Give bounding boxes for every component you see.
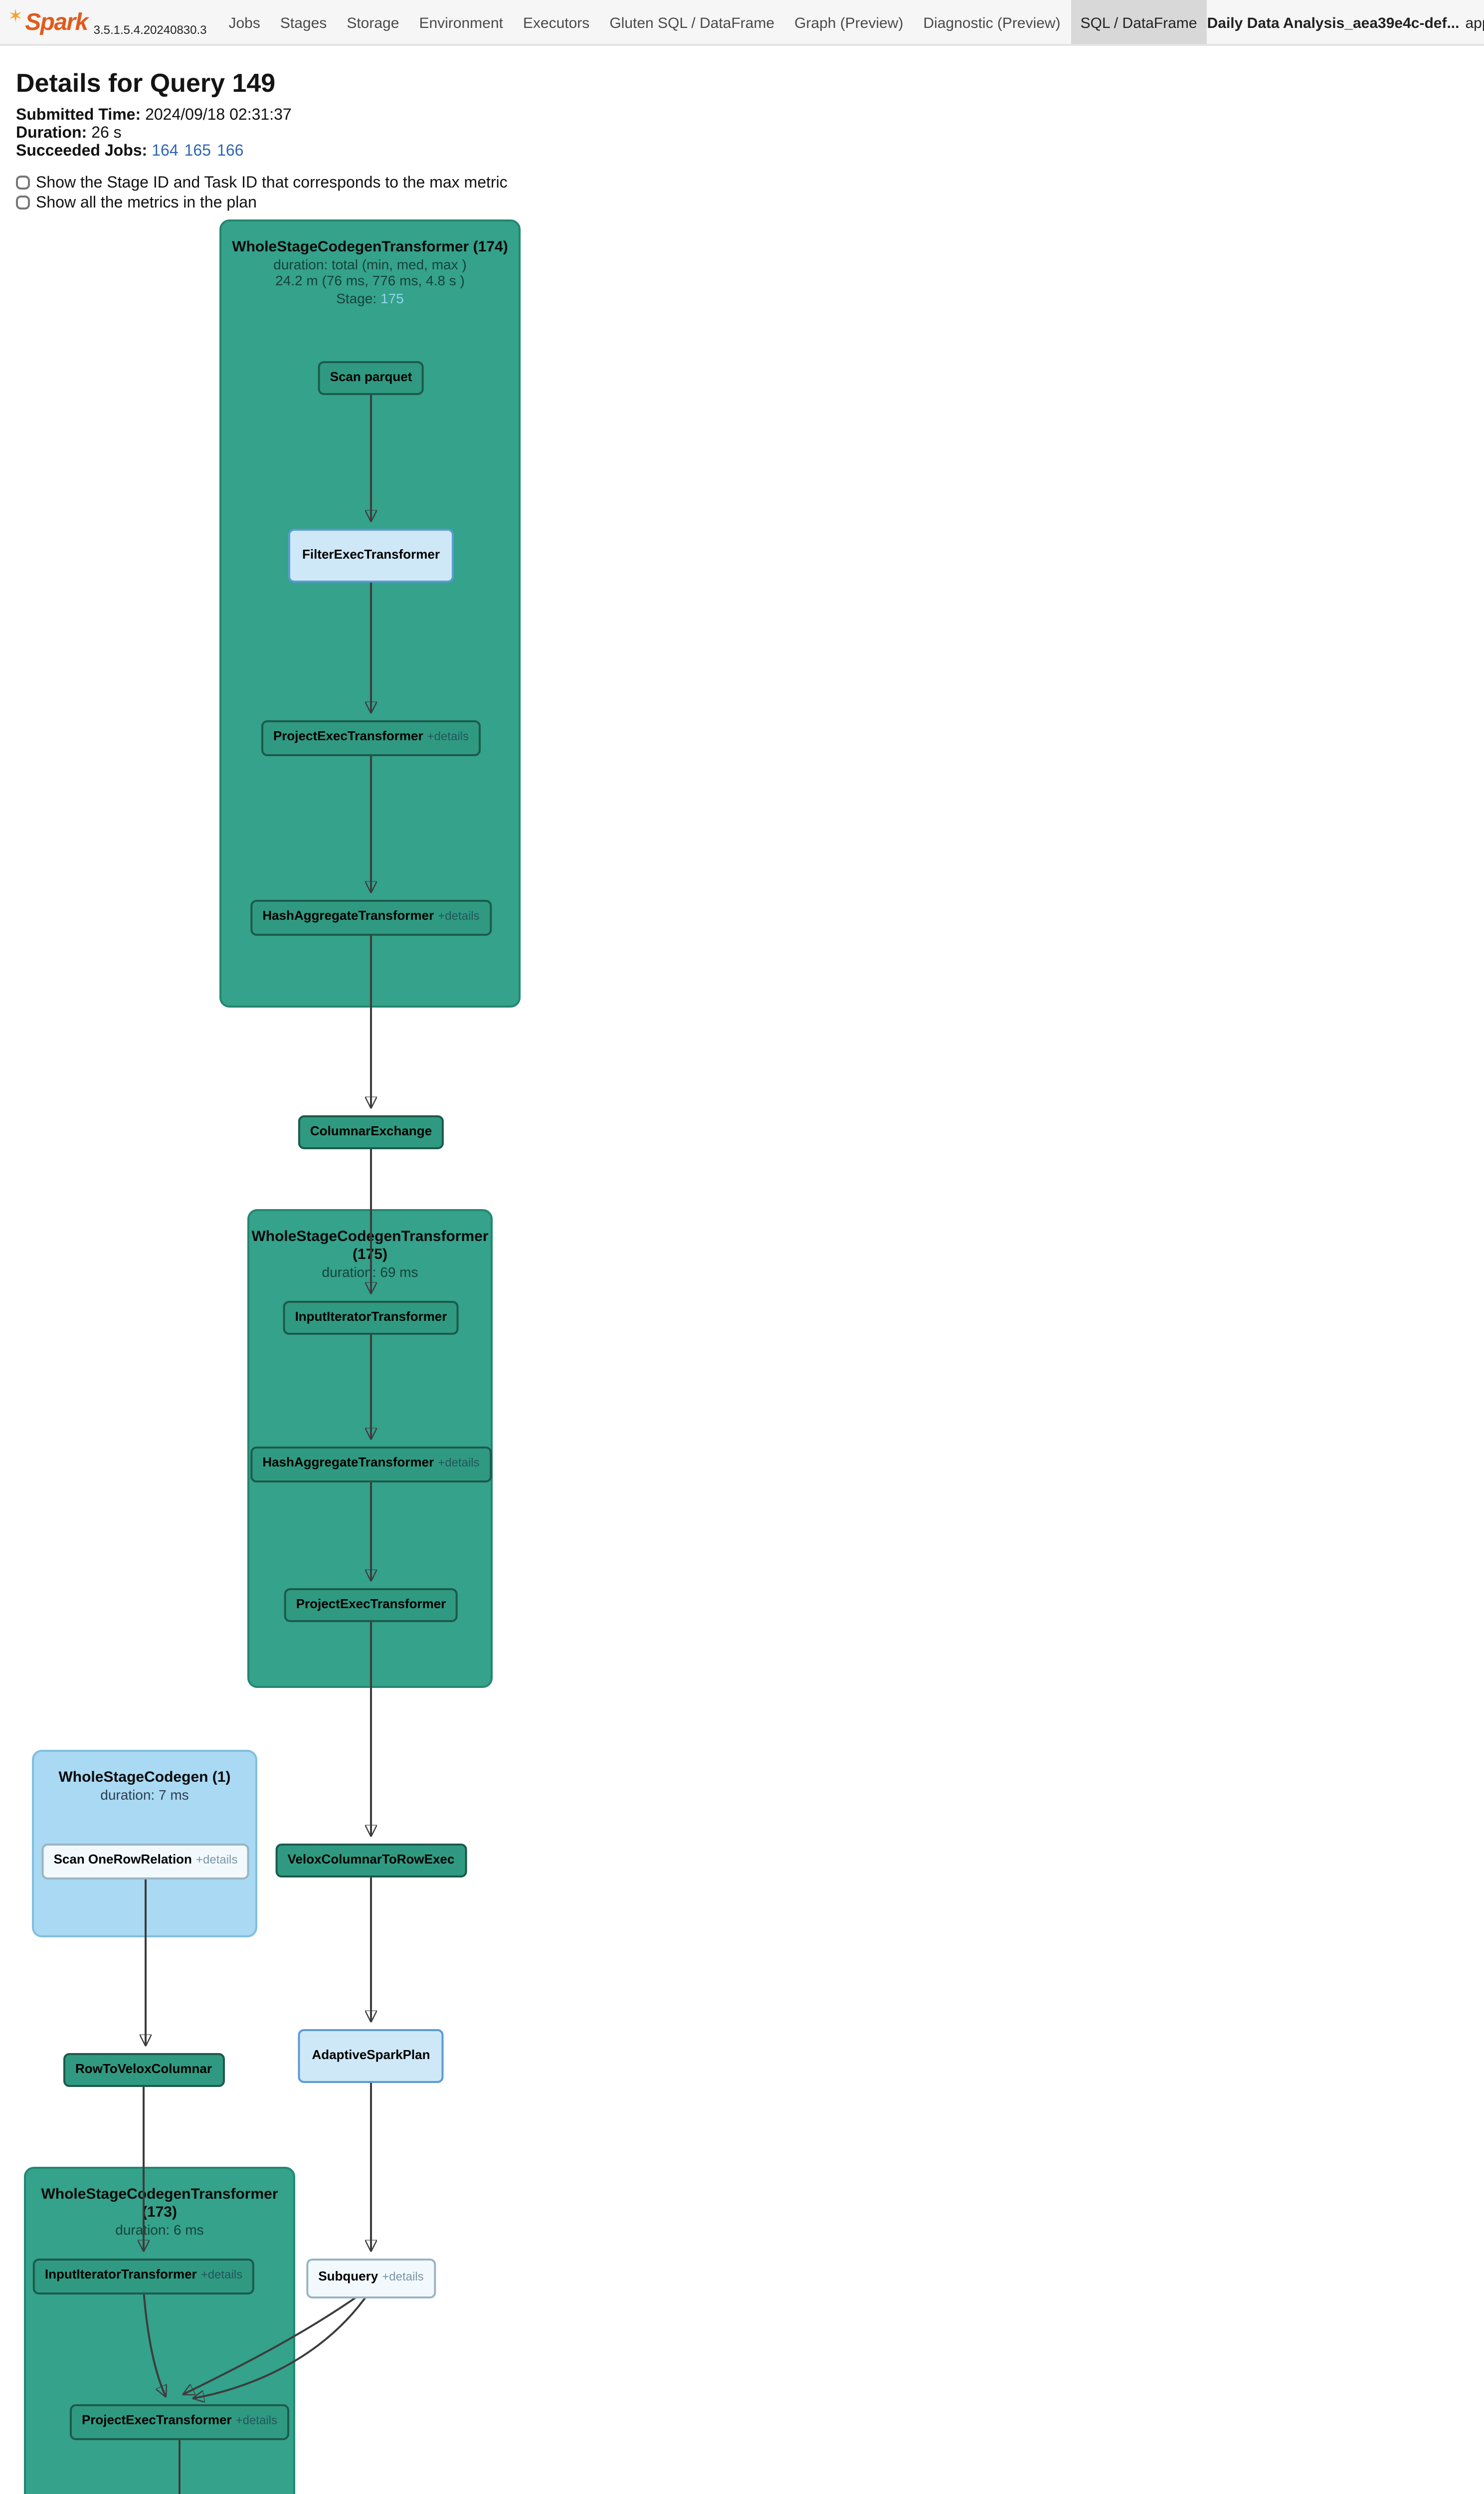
node-scan-onerowrelation[interactable]: Scan OneRowRelation +details	[41, 1844, 250, 1879]
duration-row: Duration: 26 s	[16, 124, 1484, 143]
tab-storage[interactable]: Storage	[347, 13, 399, 31]
plan-visualization: WholeStageCodegenTransformer (174) durat…	[0, 209, 1484, 2494]
details-link[interactable]: +details	[438, 1458, 480, 1470]
tab-executors[interactable]: Executors	[523, 13, 590, 31]
node-projectexectransformer-173a[interactable]: ProjectExecTransformer+details	[69, 2404, 290, 2440]
cluster-duration: duration: 7 ms	[100, 1789, 189, 1803]
cluster-title: WholeStageCodegenTransformer (175)	[251, 1227, 489, 1263]
tab-jobs[interactable]: Jobs	[228, 13, 260, 31]
details-link[interactable]: +details	[196, 1856, 238, 1868]
cluster-duration-header: duration: total (min, med, max )	[273, 258, 467, 272]
cluster-stage-row: Stage: 175	[221, 292, 519, 306]
cluster-title: WholeStageCodegen (1)	[58, 1768, 231, 1786]
node-projectexectransformer-175[interactable]: ProjectExecTransformer	[284, 1588, 458, 1622]
spark-logo-text: Spark	[25, 8, 88, 36]
node-subquery[interactable]: Subquery +details	[306, 2259, 436, 2298]
tab-gluten-sql-dataframe[interactable]: Gluten SQL / DataFrame	[609, 13, 775, 31]
app-name: Daily Data Analysis_aea39e4c-def... appl…	[1207, 0, 1484, 44]
node-label: Subquery	[318, 2271, 378, 2285]
spark-version: 3.5.1.5.4.20240830.3	[93, 26, 207, 38]
node-label: ProjectExecTransformer	[273, 730, 423, 744]
succeeded-jobs-row: Succeeded Jobs: 164 165 166	[16, 143, 1484, 161]
node-hashaggregatetransformer-174[interactable]: HashAggregateTransformer +details	[250, 900, 492, 936]
node-veloxcolumnartorowexec-1[interactable]: VeloxColumnarToRowExec	[275, 1844, 467, 1877]
max-metric-checkbox[interactable]	[16, 175, 30, 190]
details-link[interactable]: +details	[382, 2273, 424, 2285]
cluster-duration: duration: 6 ms	[115, 2224, 204, 2238]
node-label: FilterExecTransformer	[302, 549, 440, 563]
query-meta: Submitted Time: 2024/09/18 02:31:37 Dura…	[0, 106, 1484, 161]
all-metrics-checkbox[interactable]	[16, 195, 30, 208]
node-projectexectransformer-174[interactable]: ProjectExecTransformer +details	[261, 720, 481, 756]
cluster-duration: duration: 69 ms	[322, 1266, 418, 1280]
app-name-suffix: application UI	[1465, 13, 1484, 31]
node-rowtoveloxcolumnar[interactable]: RowToVeloxColumnar	[63, 2053, 224, 2087]
node-label: ProjectExecTransformer	[296, 1598, 446, 1612]
job-link-164[interactable]: 164	[152, 142, 179, 161]
navbar: ✶ Spark 3.5.1.5.4.20240830.3 Jobs Stages…	[0, 0, 1484, 46]
cluster-duration-values: 24.2 m (76 ms, 776 ms, 4.8 s )	[275, 275, 465, 289]
node-scan-parquet[interactable]: Scan parquet	[318, 361, 424, 395]
node-filterexectransformer[interactable]: FilterExecTransformer	[288, 529, 454, 583]
submitted-time-value: 2024/09/18 02:31:37	[145, 106, 292, 124]
tab-sql-dataframe[interactable]: SQL / DataFrame	[1070, 0, 1207, 44]
cluster-title: WholeStageCodegenTransformer (173)	[41, 2185, 278, 2221]
details-link[interactable]: +details	[438, 912, 480, 924]
details-link[interactable]: +details	[235, 2416, 278, 2428]
page-title: Details for Query 149	[16, 68, 276, 98]
job-link-165[interactable]: 165	[184, 142, 211, 161]
submitted-time-label: Submitted Time:	[16, 106, 141, 124]
node-label: VeloxColumnarToRowExec	[287, 1854, 455, 1868]
node-label: RowToVeloxColumnar	[75, 2063, 212, 2077]
all-metrics-option[interactable]: Show all the metrics in the plan	[16, 192, 1484, 211]
node-inputiteratortransformer-173[interactable]: InputIteratorTransformer+details	[32, 2259, 255, 2294]
tab-graph-preview[interactable]: Graph (Preview)	[794, 13, 904, 31]
spark-star-icon: ✶	[8, 5, 23, 25]
node-label: ProjectExecTransformer	[81, 2414, 232, 2428]
node-label: HashAggregateTransformer	[262, 910, 434, 924]
duration-value: 26 s	[91, 124, 122, 142]
spark-logo[interactable]: ✶ Spark 3.5.1.5.4.20240830.3	[0, 0, 219, 44]
cluster-wholestagecodegentransformer-174: WholeStageCodegenTransformer (174) durat…	[219, 219, 521, 1008]
details-link[interactable]: +details	[427, 732, 469, 744]
stage-label: Stage:	[336, 292, 377, 306]
all-metrics-option-label: Show all the metrics in the plan	[36, 193, 257, 210]
succeeded-jobs-label: Succeeded Jobs:	[16, 142, 148, 161]
node-adaptivesparkplan-1[interactable]: AdaptiveSparkPlan	[298, 2029, 444, 2083]
max-metric-option[interactable]: Show the Stage ID and Task ID that corre…	[16, 173, 1484, 192]
node-columnarexchange[interactable]: ColumnarExchange	[298, 1115, 444, 1149]
node-inputiteratortransformer-175[interactable]: InputIteratorTransformer	[283, 1301, 459, 1335]
tab-environment[interactable]: Environment	[419, 13, 503, 31]
query-details-content: Details for Query 149 Submitted Time: 20…	[0, 44, 1484, 211]
duration-label: Duration:	[16, 124, 87, 142]
node-label: Scan parquet	[330, 371, 412, 385]
node-label: HashAggregateTransformer	[262, 1456, 434, 1470]
node-label: InputIteratorTransformer	[44, 2269, 197, 2283]
node-label: ColumnarExchange	[310, 1125, 432, 1139]
plan-options: Show the Stage ID and Task ID that corre…	[0, 173, 1484, 211]
tab-stages[interactable]: Stages	[280, 13, 327, 31]
tab-diagnostic-preview[interactable]: Diagnostic (Preview)	[923, 13, 1061, 31]
cluster-title: WholeStageCodegenTransformer (174)	[232, 237, 508, 255]
cluster-wholestagecodegentransformer-173: WholeStageCodegenTransformer (173) durat…	[24, 2167, 295, 2494]
submitted-time-row: Submitted Time: 2024/09/18 02:31:37	[16, 106, 1484, 124]
max-metric-option-label: Show the Stage ID and Task ID that corre…	[36, 173, 508, 192]
job-link-166[interactable]: 166	[217, 142, 244, 161]
app-name-text: Daily Data Analysis_aea39e4c-def...	[1207, 13, 1460, 31]
node-hashaggregatetransformer-175[interactable]: HashAggregateTransformer +details	[250, 1447, 492, 1482]
node-label: Scan OneRowRelation	[53, 1854, 192, 1868]
node-label: AdaptiveSparkPlan	[312, 2049, 430, 2063]
stage-link[interactable]: 175	[380, 292, 404, 306]
node-label: InputIteratorTransformer	[295, 1311, 447, 1325]
details-link[interactable]: +details	[200, 2271, 243, 2283]
